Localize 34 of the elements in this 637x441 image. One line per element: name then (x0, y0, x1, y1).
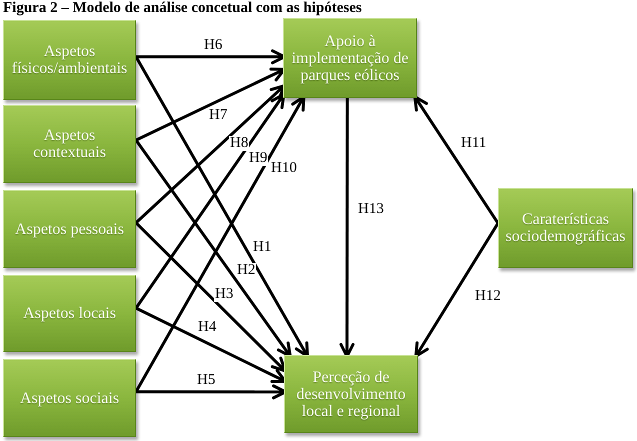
arrow (134, 84, 286, 224)
concept-box (3, 105, 136, 183)
box-label: Aspetos contextuais (32, 127, 107, 161)
concept-box (3, 359, 136, 437)
arrow (134, 222, 287, 372)
arrow (414, 222, 500, 358)
arrow (340, 98, 354, 358)
box-label: Aspetos pessoais (15, 220, 124, 238)
concept-box (284, 355, 418, 433)
concept-box (3, 275, 136, 352)
arrow (135, 306, 287, 383)
box-label: Aspetos físicos/ambientais (10, 43, 128, 77)
edge-label: H8 (229, 136, 250, 151)
arrow (134, 139, 292, 358)
edge-label: H3 (214, 287, 234, 302)
box-label: Apoio à implementação de parques eólicos (290, 32, 410, 84)
arrow (135, 68, 286, 142)
figure-title: Figura 2 – Modelo de análise concetual com as hipóteses (3, 0, 362, 16)
arrow (136, 384, 287, 400)
box-label: Caraterísticas sociodemográficas (504, 211, 626, 245)
box-label: Aspetos sociais (20, 390, 120, 406)
arrow (413, 95, 500, 224)
arrow (134, 95, 306, 392)
arrow (136, 49, 286, 64)
concept-box (283, 18, 417, 98)
box-label: Perceção de desenvolvimento local e regional (295, 368, 407, 420)
concept-box (3, 190, 136, 268)
arrow (134, 56, 310, 358)
edge-label: H9 (248, 151, 268, 166)
edge-label: H2 (236, 263, 256, 278)
arrow (134, 92, 286, 309)
concept-box (498, 188, 633, 268)
concept-box (3, 20, 136, 100)
box-label: Aspetos locais (23, 305, 116, 322)
